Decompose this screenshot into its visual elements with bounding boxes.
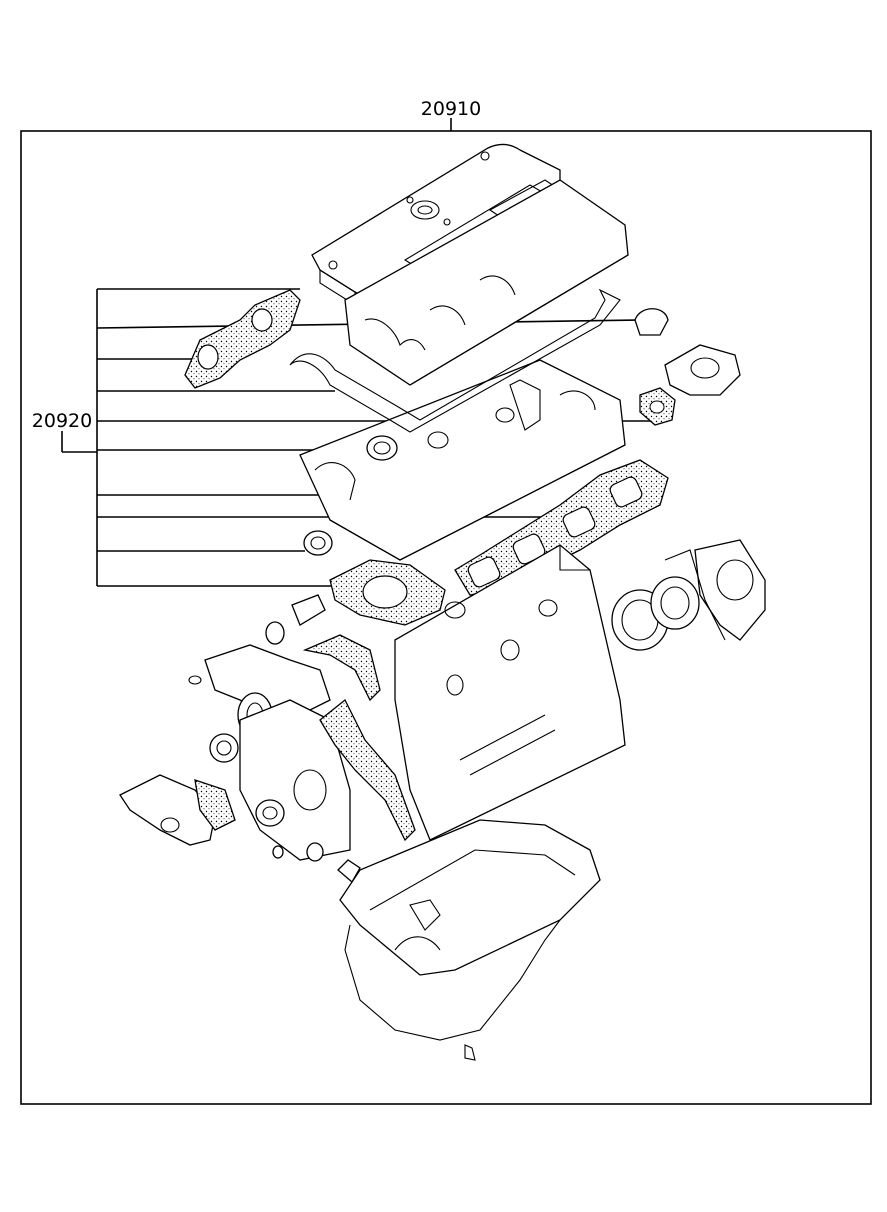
exhaust-manifold-gasket (184, 289, 301, 389)
thermostat-housing (639, 344, 741, 426)
valve-cover-gasket (289, 288, 621, 433)
plug-seal (366, 435, 398, 461)
front-seal (209, 733, 239, 763)
label-20910[interactable]: 20910 (421, 98, 481, 120)
kit-frame (20, 130, 872, 1105)
rear-oil-seal (611, 539, 766, 651)
plug-tube-seal (634, 308, 669, 336)
oil-filter-bracket (119, 774, 236, 846)
crank-seal (255, 799, 285, 827)
camshaft-seal (303, 530, 333, 556)
cylinder-head (299, 179, 629, 561)
oil-pan (339, 819, 601, 1061)
label-20920[interactable]: 20920 (32, 410, 92, 432)
oil-pump-pipe (291, 594, 326, 626)
drain-gasket (337, 859, 361, 884)
engine-block (394, 544, 626, 841)
intake-ports (467, 476, 643, 588)
